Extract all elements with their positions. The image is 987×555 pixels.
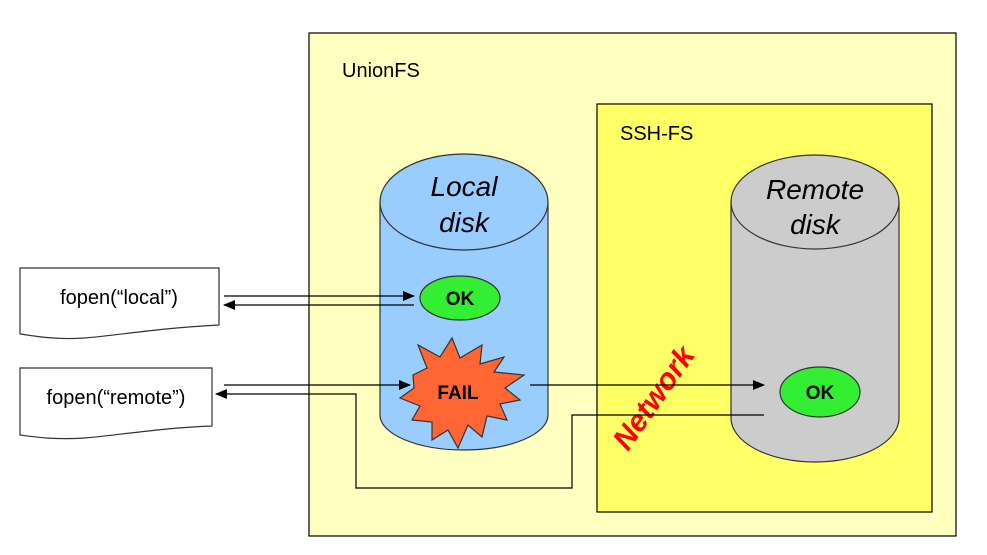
remote-disk-label-line1: Remote (766, 174, 864, 205)
fail-label: FAIL (437, 383, 479, 404)
local-disk-label-line2: disk (439, 207, 491, 238)
remote-ok-label: OK (806, 383, 835, 404)
fopen-remote-box (19, 367, 213, 440)
sshfs-label: SSH-FS (620, 123, 693, 145)
local-disk-label-line1: Local (431, 171, 499, 202)
unionfs-label: UnionFS (342, 60, 420, 82)
remote-disk-label-line2: disk (790, 209, 842, 240)
fopen-local-box (19, 267, 220, 340)
fail-starburst-icon (398, 336, 526, 450)
fopen-remote-label: fopen(“remote”) (47, 387, 186, 409)
remote-ok-ellipse (779, 366, 861, 418)
remote-response-path (215, 389, 764, 489)
local-ok-label: OK (446, 289, 475, 310)
fopen-local-label: fopen(“local”) (60, 287, 178, 309)
local-ok-ellipse (419, 275, 501, 321)
